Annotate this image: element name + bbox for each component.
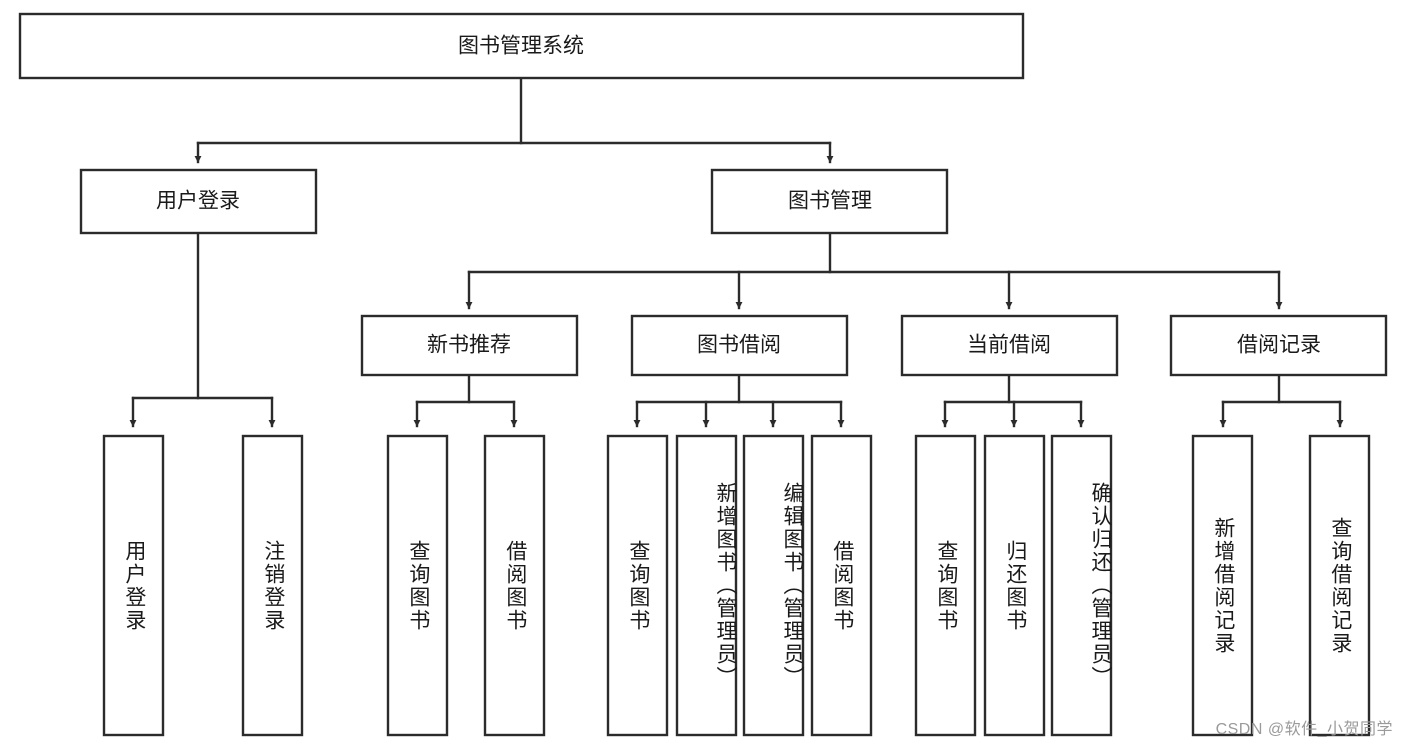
leaf-box-confirm-return-admin[interactable] — [1050, 434, 1113, 737]
node-new-book-recommend[interactable]: 新书推荐 — [360, 314, 579, 377]
node-root-system-label: 图书管理系统 — [458, 35, 584, 58]
leaf-label-query-book-2: 查询图书 — [626, 539, 650, 632]
leaf-label-logout-login: 注销登录 — [261, 539, 285, 632]
leaf-box-borrow-book-2[interactable] — [810, 434, 873, 737]
leaf-box-query-book-3[interactable] — [914, 434, 977, 737]
leaf-box-add-book-admin[interactable] — [675, 434, 738, 737]
leaf-box-user-login[interactable] — [102, 434, 165, 737]
node-user-login[interactable]: 用户登录 — [79, 168, 318, 235]
leaf-label-user-login: 用户登录 — [122, 539, 146, 632]
leaf-label-query-borrow-record: 查询借阅记录 — [1328, 516, 1352, 655]
connector-root-to-level2 — [194, 76, 834, 164]
connector-userlogin-to-leaves — [129, 231, 276, 428]
node-borrow-record-label: 借阅记录 — [1237, 334, 1321, 357]
leaf-box-logout-login[interactable] — [241, 434, 304, 737]
leaf-label-confirm-return-admin: 确认归还（管理员） — [1089, 482, 1112, 689]
node-book-management[interactable]: 图书管理 — [710, 168, 949, 235]
leaf-label-add-borrow-record: 新增借阅记录 — [1211, 516, 1235, 655]
leaf-box-query-borrow-record[interactable] — [1308, 434, 1371, 737]
leaf-label-query-book-3: 查询图书 — [934, 539, 958, 632]
leaf-label-edit-book-admin: 编辑图书（管理员） — [781, 482, 804, 689]
watermark-text: CSDN @软件_小贺同学 — [1215, 721, 1393, 738]
node-book-borrow-label: 图书借阅 — [697, 334, 781, 357]
node-book-borrow[interactable]: 图书借阅 — [630, 314, 849, 377]
leaf-label-query-book-1: 查询图书 — [406, 539, 430, 632]
connector-newbook-to-leaves — [413, 373, 518, 428]
leaf-box-return-book[interactable] — [983, 434, 1046, 737]
node-root-system[interactable]: 图书管理系统 — [18, 12, 1025, 80]
leaf-label-return-book: 归还图书 — [1003, 539, 1027, 632]
leaf-label-borrow-book-1: 借阅图书 — [503, 539, 527, 632]
connector-borrowrecord-to-leaves — [1219, 373, 1344, 428]
leaf-box-borrow-book-1[interactable] — [483, 434, 546, 737]
leaf-box-query-book-1[interactable] — [386, 434, 449, 737]
leaf-box-edit-book-admin[interactable] — [742, 434, 805, 737]
leaf-label-add-book-admin: 新增图书（管理员） — [714, 482, 737, 689]
node-user-login-label: 用户登录 — [156, 190, 240, 213]
leaf-box-query-book-2[interactable] — [606, 434, 669, 737]
leaf-boxes — [102, 434, 1371, 737]
node-borrow-record[interactable]: 借阅记录 — [1169, 314, 1388, 377]
connector-bookborrow-to-leaves — [633, 373, 845, 428]
node-book-management-label: 图书管理 — [788, 190, 872, 213]
node-current-borrow-label: 当前借阅 — [967, 334, 1051, 357]
leaf-label-borrow-book-2: 借阅图书 — [830, 539, 854, 632]
connector-bookmanagement-to-level3 — [465, 231, 1283, 310]
leaf-box-add-borrow-record[interactable] — [1191, 434, 1254, 737]
node-new-book-recommend-label: 新书推荐 — [427, 334, 511, 357]
connector-currentborrow-to-leaves — [941, 373, 1085, 428]
node-current-borrow[interactable]: 当前借阅 — [900, 314, 1119, 377]
